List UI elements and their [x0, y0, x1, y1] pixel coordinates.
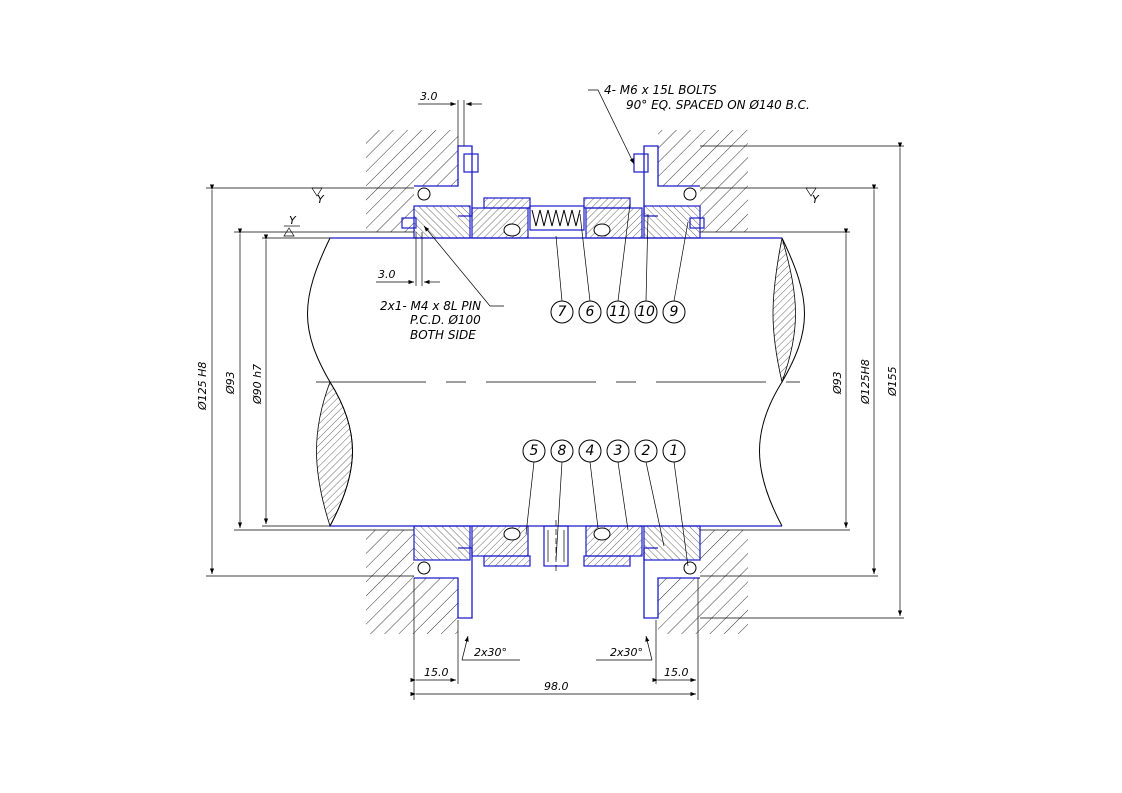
dim-pin-offset: 3.0 [378, 268, 396, 281]
shaft [307, 237, 805, 528]
balloon-number: 10 [637, 304, 655, 320]
balloons-top: 7 6 11 10 9 [550, 203, 689, 324]
balloon-number: 5 [530, 443, 539, 459]
balloon-circle [606, 300, 630, 324]
balloon-leader [645, 213, 649, 302]
balloon-leader [579, 213, 591, 302]
balloon-leader [645, 461, 665, 547]
balloon-circle [662, 439, 686, 463]
balloon-circle [634, 439, 658, 463]
surface-marks [283, 187, 817, 237]
housing-bottom-left [366, 530, 458, 634]
housing-top-left [366, 130, 458, 232]
balloons-bottom: 5 8 4 3 2 1 [522, 439, 689, 567]
dim-dia-155: Ø155 [886, 366, 899, 397]
pin-note-line3: BOTH SIDE [410, 328, 476, 342]
balloon-number: 8 [558, 443, 567, 459]
dim-dia-125-right: Ø125H8 [859, 359, 872, 405]
balloon-leader [589, 461, 599, 529]
balloon-circle [550, 300, 574, 324]
balloon-circle [550, 439, 574, 463]
balloon-number: 6 [586, 304, 595, 320]
dim-overall-length: 98.0 [544, 680, 569, 693]
balloon-circle [522, 439, 546, 463]
housing-bottom-right [658, 530, 748, 634]
balloon-circle [634, 300, 658, 324]
balloon-circle [606, 439, 630, 463]
dim-dia-93-right: Ø93 [831, 371, 844, 395]
housing-top-right [658, 130, 748, 232]
dim-dia-90: Ø90 h7 [251, 364, 264, 405]
pin-note-line2: P.C.D. Ø100 [410, 313, 481, 327]
balloon-number: 1 [670, 443, 679, 459]
balloon-circle [662, 300, 686, 324]
balloon-leader [673, 461, 689, 567]
bolts-note-line1: 4- M6 x 15L BOLTS [604, 83, 717, 97]
balloon-leader [617, 461, 629, 531]
balloon-circle [578, 439, 602, 463]
balloon-leader [525, 461, 535, 535]
balloon-number: 3 [614, 443, 623, 459]
dim-chamfer-left: 2x30° [474, 646, 507, 659]
dim-depth-right: 15.0 [664, 666, 689, 679]
balloon-leader [617, 203, 631, 302]
balloon-number: 4 [586, 443, 595, 459]
balloon-number: 9 [670, 304, 679, 320]
dim-top-gap: 3.0 [420, 90, 438, 103]
balloon-number: 11 [609, 304, 627, 320]
pin-note-line1: 2x1- M4 x 8L PIN [380, 299, 481, 313]
balloon-circle [578, 300, 602, 324]
balloon-leader [555, 461, 563, 561]
balloon-number: 2 [642, 443, 651, 459]
dim-chamfer-right: 2x30° [610, 646, 643, 659]
surface-mark-left: Y [317, 193, 325, 206]
seal-bottom [330, 520, 782, 619]
surface-mark-right: Y [812, 193, 820, 206]
dimension-lines [206, 89, 904, 700]
balloon-leader [673, 221, 689, 302]
dim-dia-125-left: Ø125 H8 [196, 362, 209, 411]
balloon-number: 7 [558, 304, 567, 320]
dim-depth-left: 15.0 [424, 666, 449, 679]
dim-dia-93-left: Ø93 [224, 371, 237, 395]
bolts-note-line2: 90° EQ. SPACED ON Ø140 B.C. [626, 98, 810, 112]
seal-top [330, 145, 782, 239]
balloon-leader [555, 235, 563, 302]
surface-mark-shaft: Y [289, 214, 297, 227]
